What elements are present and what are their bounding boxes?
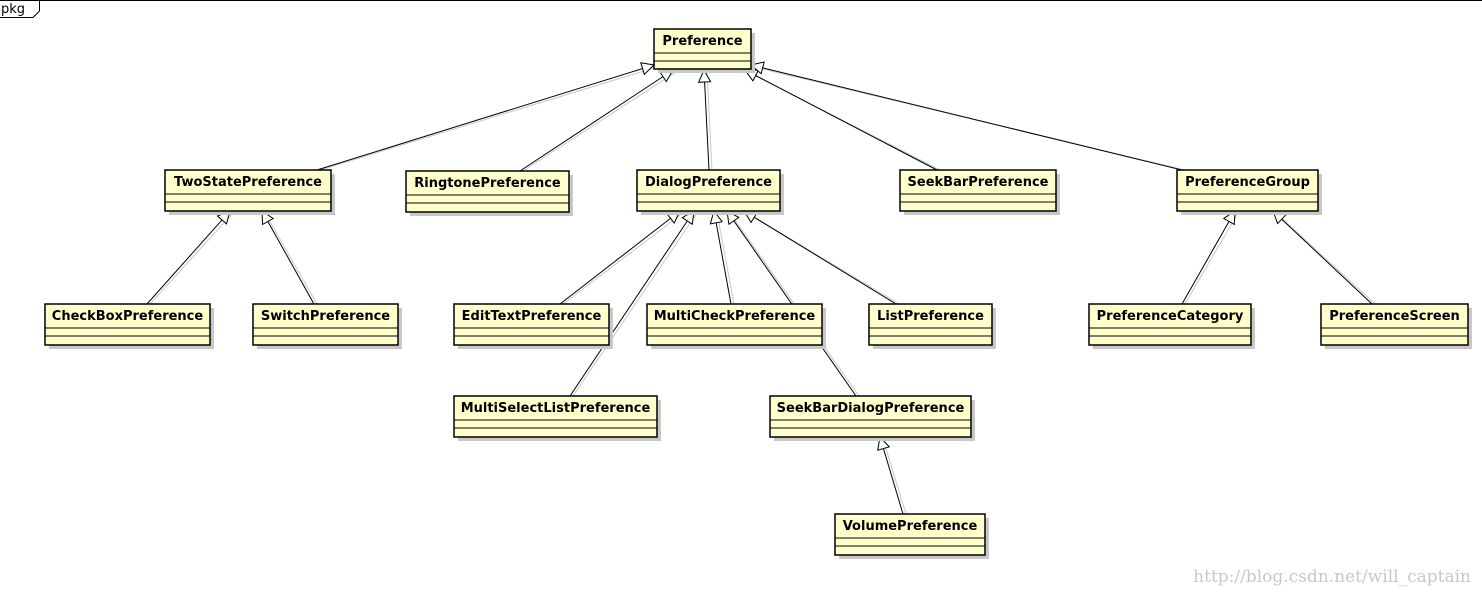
generalization-edittext-to-dialog	[559, 210, 684, 305]
class-name-preference: Preference	[662, 34, 742, 49]
class-name-switch: SwitchPreference	[261, 309, 390, 324]
class-body	[44, 303, 211, 346]
class-name-screen: PreferenceScreen	[1329, 309, 1460, 324]
class-box-group[interactable]: PreferenceGroup	[1176, 169, 1322, 215]
class-name-twostate: TwoStatePreference	[174, 175, 322, 190]
edge-shadow	[264, 212, 318, 305]
package-label: pkg	[1, 2, 25, 17]
generalization-group-to-preference	[749, 61, 1186, 171]
edge-shadow	[1275, 212, 1376, 305]
class-body	[453, 303, 610, 346]
generalization-category-to-group	[1181, 210, 1239, 305]
class-name-list: ListPreference	[877, 309, 984, 324]
edge-line	[267, 221, 315, 305]
package-frame: pkg	[0, 0, 1482, 18]
class-body	[453, 395, 658, 438]
class-body	[636, 169, 781, 212]
edge-line	[882, 448, 904, 515]
edge-shadow	[522, 71, 677, 172]
hollow-arrowhead	[640, 62, 656, 76]
class-body	[899, 169, 1057, 212]
class-box-volume[interactable]: VolumePreference	[834, 513, 989, 559]
class-box-list[interactable]: ListPreference	[868, 303, 996, 349]
edge-shadow	[882, 438, 907, 515]
class-body	[868, 303, 993, 346]
class-box-checkbox[interactable]: CheckBoxPreference	[44, 303, 214, 349]
edge-line	[755, 75, 938, 171]
generalization-dialog-to-preference	[697, 68, 713, 171]
generalization-seekbar-to-preference	[744, 69, 941, 171]
generalization-switch-to-twostate	[261, 210, 318, 305]
edge-shadow	[149, 212, 234, 305]
class-box-switch[interactable]: SwitchPreference	[252, 303, 402, 349]
class-name-edittext: EditTextPreference	[462, 309, 602, 324]
class-body	[769, 395, 972, 438]
edge-line	[715, 222, 732, 305]
hollow-arrowhead	[697, 68, 712, 83]
class-body	[834, 513, 986, 556]
edge-line	[753, 216, 897, 305]
class-body	[164, 169, 332, 212]
class-box-edittext[interactable]: EditTextPreference	[453, 303, 613, 349]
class-name-seekbar: SeekBarPreference	[908, 175, 1049, 190]
edge-line	[1181, 221, 1230, 305]
edge-line	[519, 76, 664, 172]
edge-shadow	[572, 212, 698, 397]
class-body	[252, 303, 399, 346]
edge-line	[1281, 218, 1373, 305]
generalization-screen-to-group	[1272, 210, 1376, 305]
class-box-multicheck[interactable]: MultiCheckPreference	[646, 303, 826, 349]
class-body	[405, 170, 570, 213]
class-box-twostate[interactable]: TwoStatePreference	[164, 169, 335, 215]
generalization-edges	[146, 61, 1376, 515]
class-name-dialog: DialogPreference	[645, 175, 772, 190]
generalization-list-to-dialog	[743, 210, 900, 305]
edge-shadow	[1184, 212, 1239, 305]
class-body	[653, 28, 752, 70]
class-box-category[interactable]: PreferenceCategory	[1088, 303, 1255, 349]
edge-line	[762, 67, 1183, 171]
edge-shadow	[562, 212, 684, 305]
class-name-category: PreferenceCategory	[1097, 309, 1244, 324]
generalization-twostate-to-preference	[316, 62, 658, 171]
class-body	[1320, 303, 1469, 346]
generalization-multicheck-to-dialog	[709, 209, 735, 305]
edge-shadow	[706, 71, 713, 171]
class-box-multiselect[interactable]: MultiSelectListPreference	[453, 395, 661, 441]
class-box-screen[interactable]: PreferenceScreen	[1320, 303, 1472, 349]
generalization-checkbox-to-twostate	[146, 210, 234, 305]
class-name-multiselect: MultiSelectListPreference	[461, 401, 651, 416]
class-name-volume: VolumePreference	[843, 519, 978, 534]
edge-shadow	[319, 66, 658, 171]
class-name-multicheck: MultiCheckPreference	[654, 309, 816, 324]
generalization-volume-to-seekbardialog	[877, 435, 907, 515]
class-name-checkbox: CheckBoxPreference	[52, 309, 204, 324]
class-box-dialog[interactable]: DialogPreference	[636, 169, 784, 215]
class-box-preference[interactable]: Preference	[653, 28, 755, 73]
class-body	[1176, 169, 1319, 212]
edge-line	[704, 81, 710, 171]
watermark: http://blog.csdn.net/will_captain	[1193, 567, 1471, 587]
edge-line	[569, 220, 688, 397]
class-body	[646, 303, 823, 346]
class-name-group: PreferenceGroup	[1185, 175, 1310, 190]
class-box-seekbar[interactable]: SeekBarPreference	[899, 169, 1060, 215]
edge-line	[146, 219, 223, 305]
class-name-seekbardialog: SeekBarDialogPreference	[777, 401, 965, 416]
class-body	[1088, 303, 1252, 346]
class-name-ringtone: RingtonePreference	[414, 176, 561, 191]
edge-shadow	[716, 212, 735, 305]
edge-line	[316, 68, 643, 171]
edge-line	[559, 217, 671, 305]
class-box-ringtone[interactable]: RingtonePreference	[405, 170, 573, 216]
class-box-seekbardialog[interactable]: SeekBarDialogPreference	[769, 395, 975, 441]
